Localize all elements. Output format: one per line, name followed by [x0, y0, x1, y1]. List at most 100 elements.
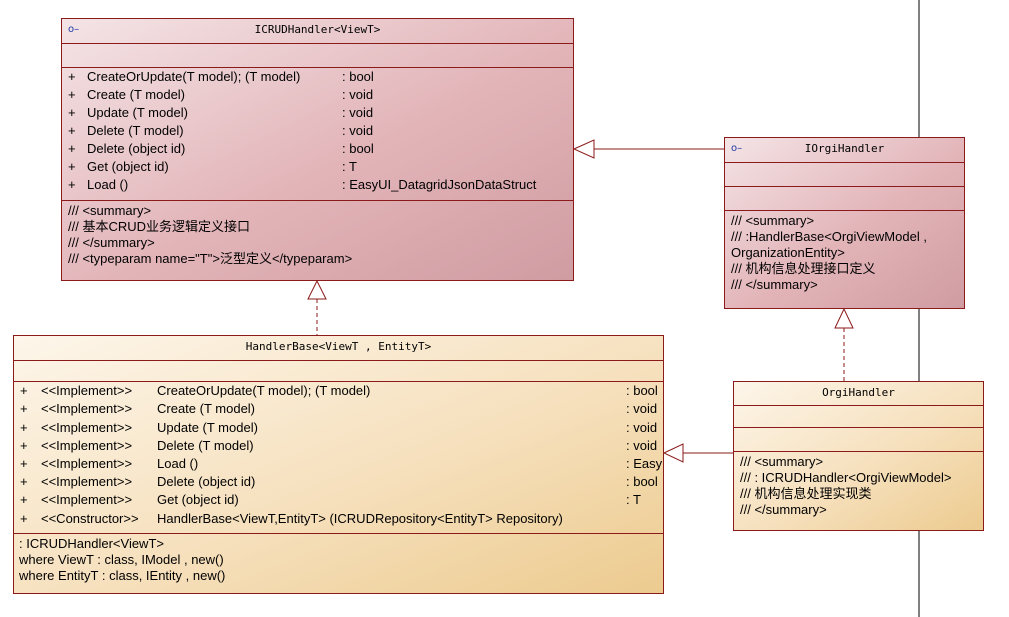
orgihandler-class[interactable]: OrgiHandler /// <summary> /// : ICRUDHan… [733, 381, 984, 531]
handlerbase-class[interactable]: HandlerBase<ViewT , EntityT> + <<Impleme… [13, 335, 664, 594]
op-visibility: + [20, 401, 28, 416]
op-name: Get (object id) [157, 492, 239, 507]
note-line: /// <summary> [740, 454, 824, 469]
op-type: : EasyUI_DatagridJsonDataStruct [342, 177, 537, 192]
op-row: + Create (T model) : void [62, 86, 573, 104]
interface-icon: o– [731, 143, 743, 154]
op-name: Load () [87, 177, 129, 192]
op-visibility: + [20, 511, 28, 526]
orgi-generalization-arrowhead [662, 443, 684, 463]
op-name: CreateOrUpdate(T model); (T model) [157, 383, 371, 398]
orgihandler-attributes [734, 405, 983, 428]
op-row: + <<Implement>> Delete (object id) : boo… [14, 473, 663, 491]
icrudhandler-interface[interactable]: o– ICRUDHandler<ViewT> + CreateOrUpdate(… [61, 18, 574, 281]
op-name: Delete (T model) [157, 438, 254, 453]
op-type: : void [626, 401, 658, 416]
note-line: /// : ICRUDHandler<OrgiViewModel> [740, 470, 952, 485]
op-row: + <<Implement>> Get (object id) : T [14, 491, 663, 509]
op-visibility: + [20, 474, 28, 489]
handlerbase-realization-arrowhead [307, 279, 327, 300]
op-stereotype: <<Implement>> [41, 401, 133, 416]
orgi-realization-arrowhead [834, 307, 854, 329]
op-visibility: + [20, 383, 28, 398]
op-stereotype: <<Implement>> [41, 438, 133, 453]
note-line: where EntityT : class, IEntity , new() [19, 568, 226, 583]
note-line: /// <typeparam name="T">泛型定义</typeparam> [68, 251, 353, 266]
op-visibility: + [20, 492, 28, 507]
op-row: + <<Implement>> Load () : Easy [14, 455, 663, 473]
op-row: + Delete (T model) : void [62, 122, 573, 140]
interface-icon: o– [68, 24, 80, 35]
op-name: HandlerBase<ViewT,EntityT> (ICRUDReposit… [157, 511, 563, 526]
op-row: + <<Constructor>> HandlerBase<ViewT,Enti… [14, 510, 663, 528]
op-name: Delete (object id) [87, 141, 186, 156]
op-row: + <<Implement>> Delete (T model) : void [14, 437, 663, 455]
op-name: Delete (object id) [157, 474, 256, 489]
op-stereotype: <<Implement>> [41, 383, 133, 398]
note-line: /// 机构信息处理实现类 [740, 486, 872, 501]
op-type: : void [342, 123, 374, 138]
op-row: + CreateOrUpdate(T model); (T model) : b… [62, 68, 573, 86]
note-line: /// :HandlerBase<OrgiViewModel , [731, 229, 927, 244]
op-name: Load () [157, 456, 199, 471]
note-line: /// </summary> [731, 277, 818, 292]
op-type: : void [342, 105, 374, 120]
iorgihandler-notes: /// <summary> /// :HandlerBase<OrgiViewM… [725, 210, 964, 308]
note-line: where ViewT : class, IModel , new() [19, 552, 224, 567]
icrudhandler-operations: + CreateOrUpdate(T model); (T model) : b… [62, 67, 573, 201]
op-visibility: + [20, 456, 28, 471]
op-stereotype: <<Implement>> [41, 492, 133, 507]
op-visibility: + [20, 420, 28, 435]
op-type: : bool [342, 141, 374, 156]
note-line: OrganizationEntity> [731, 245, 845, 260]
note-line: /// 机构信息处理接口定义 [731, 261, 876, 276]
icrudhandler-title: ICRUDHandler<ViewT> [254, 23, 381, 36]
op-visibility: + [68, 87, 76, 102]
op-visibility: + [68, 105, 76, 120]
op-stereotype: <<Implement>> [41, 456, 133, 471]
op-type: : void [342, 87, 374, 102]
iorgihandler-operations [725, 186, 964, 211]
note-line: /// 基本CRUD业务逻辑定义接口 [68, 219, 251, 234]
note-line: /// <summary> [731, 213, 815, 228]
op-type: : T [342, 159, 357, 174]
op-row: + Delete (object id) : bool [62, 140, 573, 158]
op-row: + Get (object id) : T [62, 158, 573, 176]
handlerbase-title: HandlerBase<ViewT , EntityT> [245, 340, 432, 353]
op-type: : void [626, 420, 658, 435]
orgihandler-operations [734, 427, 983, 452]
handlerbase-operations: + <<Implement>> CreateOrUpdate(T model);… [14, 381, 663, 534]
op-row: + <<Implement>> CreateOrUpdate(T model);… [14, 382, 663, 400]
op-row: + <<Implement>> Update (T model) : void [14, 419, 663, 437]
op-row: + Update (T model) : void [62, 104, 573, 122]
op-name: CreateOrUpdate(T model); (T model) [87, 69, 301, 84]
op-type: : bool [626, 383, 658, 398]
op-name: Create (T model) [87, 87, 186, 102]
note-line: /// </summary> [68, 235, 155, 250]
iorgihandler-interface[interactable]: o– IOrgiHandler /// <summary> /// :Handl… [724, 137, 965, 309]
orgihandler-notes: /// <summary> /// : ICRUDHandler<OrgiVie… [734, 451, 983, 530]
op-type: : T [626, 492, 641, 507]
op-stereotype: <<Implement>> [41, 420, 133, 435]
op-name: Update (T model) [87, 105, 188, 120]
icrudhandler-attributes [62, 43, 573, 68]
op-name: Delete (T model) [87, 123, 184, 138]
op-visibility: + [20, 438, 28, 453]
note-line: /// </summary> [740, 502, 827, 517]
op-visibility: + [68, 141, 76, 156]
handlerbase-attributes [14, 360, 663, 382]
op-stereotype: <<Constructor>> [41, 511, 139, 526]
op-stereotype: <<Implement>> [41, 474, 133, 489]
op-visibility: + [68, 69, 76, 84]
op-type: : Easy [626, 456, 663, 471]
op-visibility: + [68, 159, 76, 174]
op-type: : bool [626, 474, 658, 489]
icrudhandler-notes: /// <summary> /// 基本CRUD业务逻辑定义接口 /// </s… [62, 200, 573, 280]
op-row: + Load () : EasyUI_DatagridJsonDataStruc… [62, 176, 573, 194]
op-name: Update (T model) [157, 420, 258, 435]
iorgihandler-title: IOrgiHandler [804, 142, 885, 155]
handlerbase-notes: : ICRUDHandler<ViewT> where ViewT : clas… [14, 533, 663, 593]
op-name: Get (object id) [87, 159, 169, 174]
op-type: : bool [342, 69, 374, 84]
op-visibility: + [68, 177, 76, 192]
